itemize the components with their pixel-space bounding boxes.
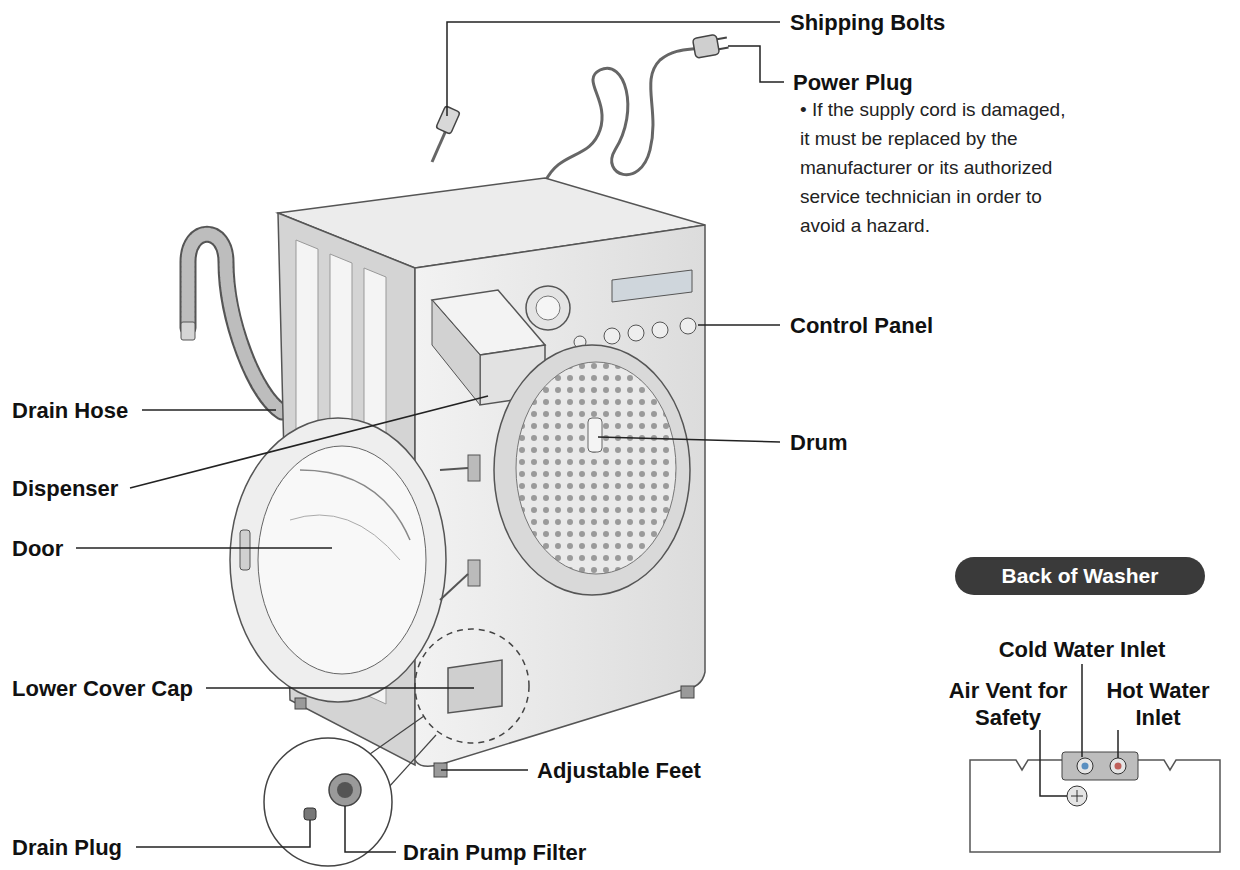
highlight-circle (415, 629, 529, 743)
program-dial (526, 286, 570, 330)
dial-center (536, 296, 560, 320)
drum-paddle (588, 418, 602, 452)
control-button (680, 318, 696, 334)
door-handle (240, 530, 250, 570)
drain-pump-filter-symbol (329, 774, 361, 806)
bolt-shaft (432, 128, 447, 162)
part-label: Adjustable Feet (537, 757, 701, 784)
adjustable-foot (295, 698, 306, 709)
section-badge: Back of Washer (955, 557, 1205, 595)
drain-hose-end (181, 322, 195, 340)
leader-lines (76, 22, 1118, 852)
part-label: Shipping Bolts (790, 9, 945, 36)
warning-note: • If the supply cord is damaged, it must… (800, 95, 1077, 240)
part-label: Door (12, 535, 63, 562)
part-label: Air Vent for Safety (940, 677, 1076, 731)
bolt-head (436, 106, 460, 134)
leader-line (1117, 730, 1119, 758)
leader-line (698, 324, 780, 326)
control-button (604, 328, 620, 344)
drain-plug-symbol (304, 808, 316, 820)
part-label: Cold Water Inlet (972, 636, 1192, 663)
plug-pin (717, 38, 727, 40)
cold-water-inlet-symbol (1077, 758, 1093, 774)
leader-line (1040, 730, 1067, 796)
part-label: Drain Hose (12, 397, 128, 424)
drum-basket (516, 362, 676, 574)
badge-text: Back of Washer (1002, 564, 1159, 588)
part-label: Drain Pump Filter (403, 839, 586, 866)
control-button (652, 322, 668, 338)
lower-cover-cap (448, 660, 502, 713)
inlet-center (1082, 763, 1089, 770)
drain-hose-outline (188, 234, 282, 412)
power-cord (545, 48, 700, 182)
part-label: Drain Plug (12, 834, 122, 861)
glass-reflection (290, 515, 400, 560)
adjustable-foot (681, 686, 694, 698)
part-label: Drum (790, 429, 847, 456)
leader-line (136, 820, 310, 847)
hot-water-inlet-symbol (1110, 758, 1126, 774)
display-window (612, 270, 692, 302)
leader-line (206, 687, 474, 689)
leader-line (728, 46, 784, 82)
part-label: Control Panel (790, 312, 933, 339)
dispenser-side (432, 300, 480, 405)
zoom-line (370, 716, 424, 754)
leader-line (76, 547, 332, 549)
leader-line (130, 396, 488, 488)
leader-line (441, 769, 528, 771)
air-vent-grid (1077, 790, 1078, 802)
zoom-line (388, 735, 436, 788)
glass-reflection (300, 470, 410, 540)
plug-body (692, 34, 719, 58)
door-arm (440, 574, 468, 600)
part-label: Power Plug (793, 69, 913, 96)
inlet-center (1115, 763, 1122, 770)
door-ring (230, 418, 446, 702)
filter-center (337, 782, 353, 798)
plug-pin (719, 47, 729, 49)
leader-line (447, 22, 780, 116)
door-arm (440, 468, 468, 470)
power-plug-symbol (692, 33, 729, 59)
leader-line (345, 806, 396, 852)
part-label: Hot Water Inlet (1102, 677, 1214, 731)
washer-front (415, 225, 705, 766)
control-button (628, 325, 644, 341)
air-vent-symbol (1067, 786, 1087, 806)
door-glass (258, 446, 426, 674)
door-hinge (468, 455, 480, 481)
inlet-plate (1062, 752, 1138, 780)
leader-line (598, 437, 780, 442)
door-hinge (468, 560, 480, 586)
leader-line (1081, 664, 1083, 757)
drain-hose-body (188, 234, 282, 412)
leader-line (142, 409, 276, 411)
part-label: Dispenser (12, 475, 118, 502)
shipping-bolt-symbol (432, 106, 460, 162)
part-label: Lower Cover Cap (12, 675, 193, 702)
drum-opening (494, 345, 690, 595)
